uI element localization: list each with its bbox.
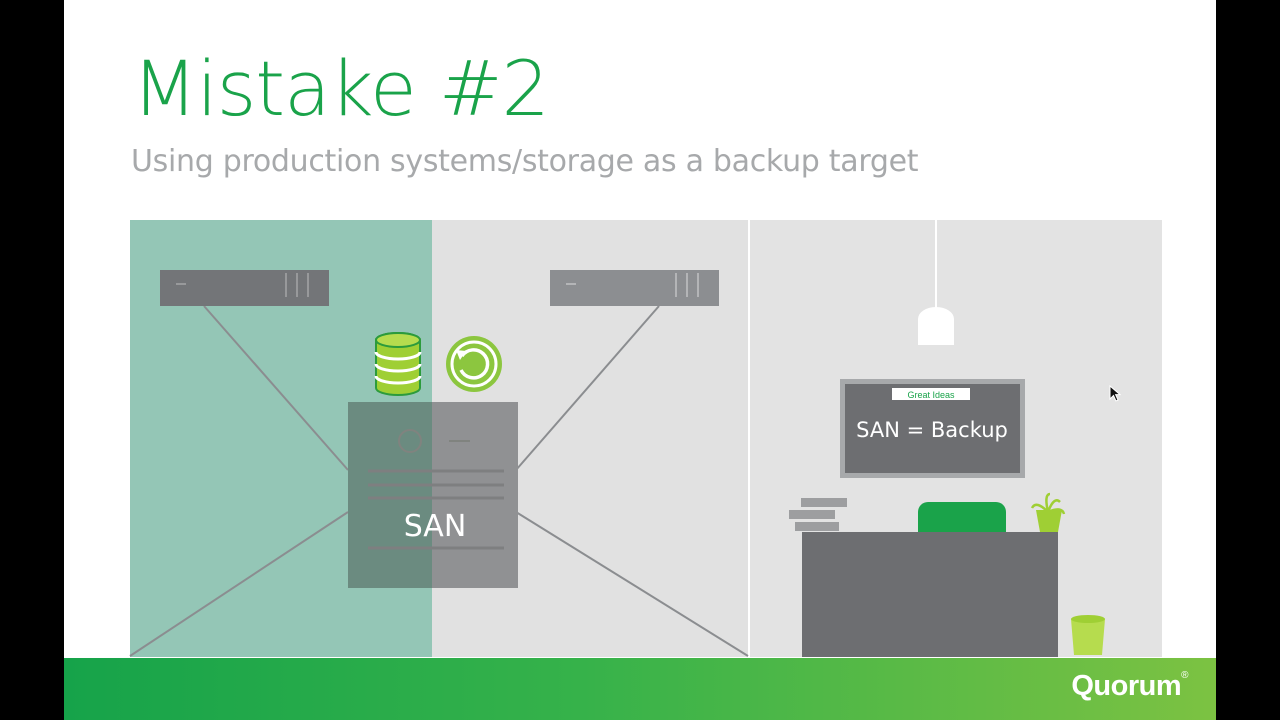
office-chair xyxy=(918,502,1006,532)
quorum-logo: Quorum® xyxy=(1071,670,1188,703)
desk xyxy=(802,532,1058,657)
board-tag xyxy=(892,388,970,400)
slide-title: Mistake #2 xyxy=(132,44,550,133)
server-left xyxy=(160,270,329,306)
slide: Mistake #2 Using production systems/stor… xyxy=(64,0,1216,720)
potted-plant xyxy=(1030,492,1066,532)
illustration: SAN Great Ideas SAN = Backup xyxy=(129,220,1162,657)
office-scene: Great Ideas SAN = Backup xyxy=(789,220,1105,657)
board-text: SAN = Backup xyxy=(856,418,1008,442)
san-label: SAN xyxy=(404,509,467,544)
panel-divider xyxy=(748,220,750,657)
logo-text: Quorum xyxy=(1071,670,1182,702)
cursor-arrow-icon xyxy=(1109,385,1121,402)
book-stack xyxy=(789,498,847,531)
connection-lines xyxy=(129,305,749,657)
restore-icon xyxy=(446,336,502,392)
server-right xyxy=(550,270,719,306)
database-icon xyxy=(374,332,422,396)
ceiling-lamp xyxy=(918,307,954,345)
slide-subtitle: Using production systems/storage as a ba… xyxy=(131,144,919,179)
trash-bin xyxy=(1071,615,1105,655)
footer-bar: Quorum® xyxy=(64,658,1216,720)
registered-mark: ® xyxy=(1181,670,1188,681)
board-tag-text: Great Ideas xyxy=(907,390,955,400)
san-device: SAN xyxy=(348,402,518,588)
